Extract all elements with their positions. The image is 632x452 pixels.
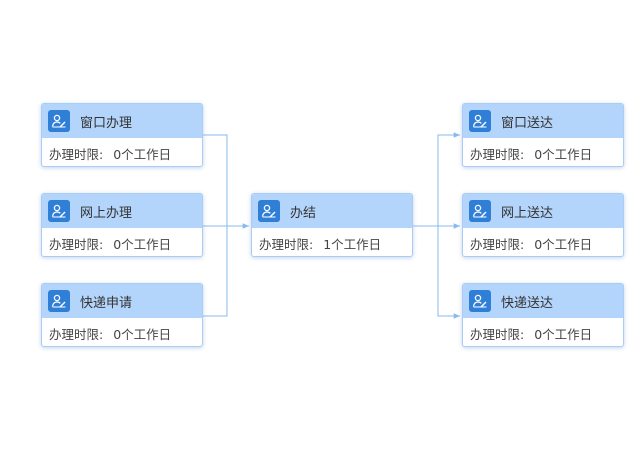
connector-window-deliver (437, 132, 460, 226)
node-title: 网上办理 (80, 205, 133, 221)
time-limit-value: 0个工作日 (534, 326, 593, 342)
node-online-handle[interactable]: 网上办理 办理时限: 0个工作日 (41, 193, 203, 257)
time-limit-value: 1个工作日 (323, 236, 382, 252)
person-with-pen-icon (48, 110, 70, 132)
node-header: 窗口送达 (463, 104, 623, 138)
node-express-deliver[interactable]: 快递送达 办理时限: 0个工作日 (462, 283, 624, 347)
connector-express-apply (203, 226, 228, 317)
person-with-pen-icon (469, 290, 491, 312)
node-header: 快递申请 (42, 284, 202, 318)
connector-express-deliver (437, 226, 460, 319)
person-with-pen-icon (48, 200, 70, 222)
node-body: 办理时限: 0个工作日 (42, 138, 202, 166)
node-window-deliver[interactable]: 窗口送达 办理时限: 0个工作日 (462, 103, 624, 167)
node-body: 办理时限: 1个工作日 (252, 228, 412, 256)
person-with-pen-icon (48, 290, 70, 312)
person-with-pen-icon (469, 110, 491, 132)
time-limit-label: 办理时限: (470, 326, 525, 342)
node-body: 办理时限: 0个工作日 (42, 318, 202, 346)
time-limit-label: 办理时限: (49, 236, 104, 252)
node-title: 网上送达 (501, 205, 554, 221)
node-title: 快递申请 (80, 295, 133, 311)
node-online-deliver[interactable]: 网上送达 办理时限: 0个工作日 (462, 193, 624, 257)
node-window-handle[interactable]: 窗口办理 办理时限: 0个工作日 (41, 103, 203, 167)
node-body: 办理时限: 0个工作日 (463, 228, 623, 256)
time-limit-value: 0个工作日 (113, 236, 172, 252)
node-header: 窗口办理 (42, 104, 202, 138)
connector-window-handle (203, 134, 228, 226)
node-express-apply[interactable]: 快递申请 办理时限: 0个工作日 (41, 283, 203, 347)
node-title: 办结 (290, 205, 317, 221)
node-header: 网上办理 (42, 194, 202, 228)
time-limit-value: 0个工作日 (113, 146, 172, 162)
person-with-pen-icon (258, 200, 280, 222)
node-body: 办理时限: 0个工作日 (42, 228, 202, 256)
node-title: 快递送达 (501, 295, 554, 311)
node-body: 办理时限: 0个工作日 (463, 318, 623, 346)
node-header: 快递送达 (463, 284, 623, 318)
time-limit-value: 0个工作日 (534, 146, 593, 162)
node-header: 办结 (252, 194, 412, 228)
time-limit-value: 0个工作日 (534, 236, 593, 252)
time-limit-label: 办理时限: (470, 236, 525, 252)
time-limit-label: 办理时限: (49, 146, 104, 162)
time-limit-label: 办理时限: (259, 236, 314, 252)
node-title: 窗口送达 (501, 115, 554, 131)
time-limit-label: 办理时限: (470, 146, 525, 162)
node-body: 办理时限: 0个工作日 (463, 138, 623, 166)
node-title: 窗口办理 (80, 115, 133, 131)
time-limit-value: 0个工作日 (113, 326, 172, 342)
node-header: 网上送达 (463, 194, 623, 228)
node-conclude[interactable]: 办结 办理时限: 1个工作日 (251, 193, 413, 257)
time-limit-label: 办理时限: (49, 326, 104, 342)
person-with-pen-icon (469, 200, 491, 222)
